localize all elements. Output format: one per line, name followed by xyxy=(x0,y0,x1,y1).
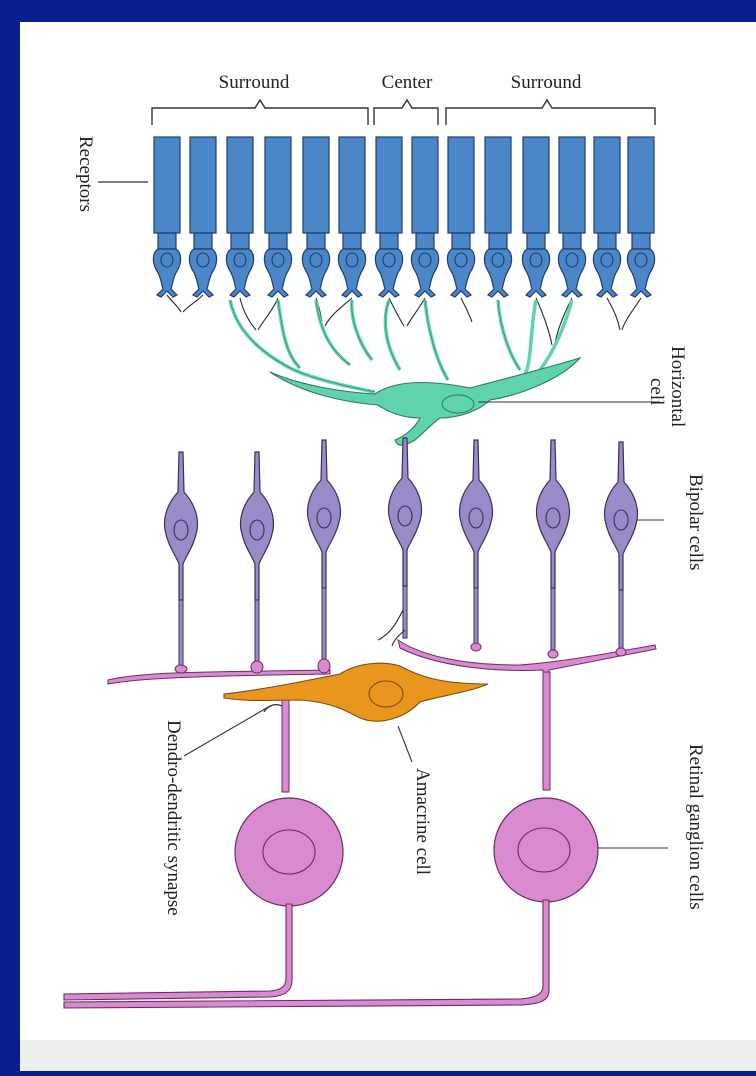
bipolar-cells-label: Bipolar cells xyxy=(685,474,706,571)
ganglion-cell-left xyxy=(235,798,343,906)
horizontal-cell-label-line1: Horizontal xyxy=(667,346,688,427)
receptors-label: Receptors xyxy=(75,136,96,212)
dendro-dendritic-synapse-label: Dendro-dendritic synapse xyxy=(163,720,184,916)
surround-left-label: Surround xyxy=(219,72,290,93)
center-label: Center xyxy=(382,72,433,93)
ganglion-cell-right xyxy=(494,798,598,902)
surround-right-label: Surround xyxy=(511,72,582,93)
retinal-ganglion-cells-label: Retinal ganglion cells xyxy=(685,744,706,910)
horizontal-cell-label-line2: cell xyxy=(646,378,667,405)
amacrine-cell-label: Amacrine cell xyxy=(412,768,433,875)
